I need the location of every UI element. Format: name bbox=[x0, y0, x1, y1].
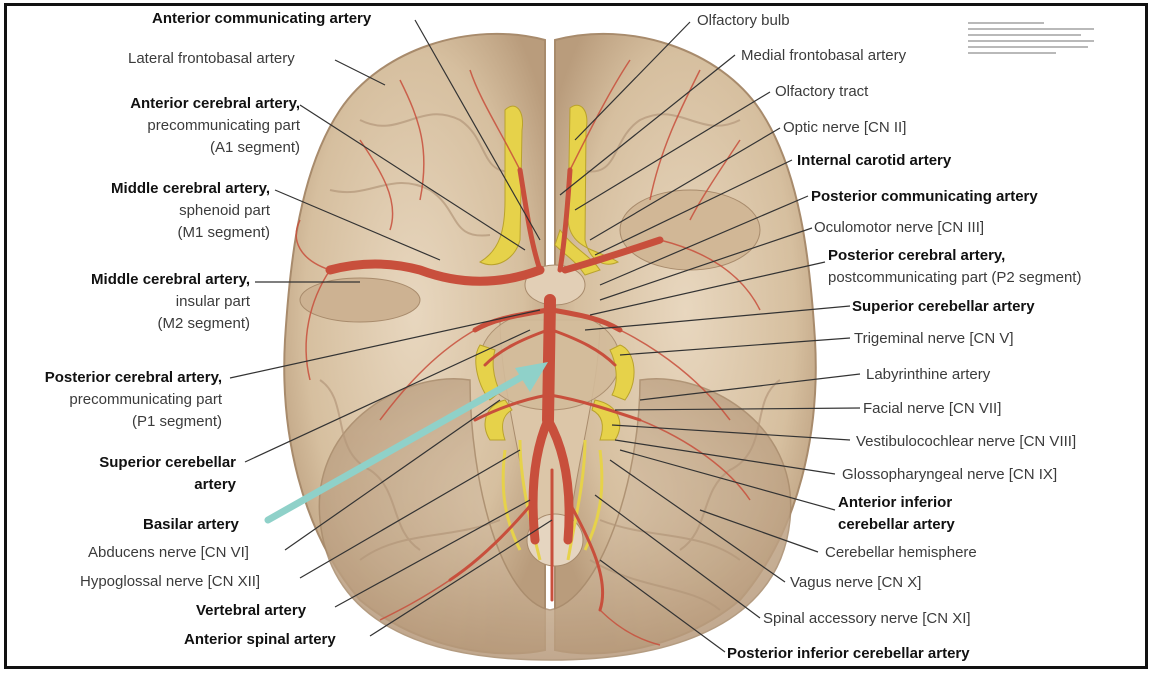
label-spinal-accessory-nerve: Spinal accessory nerve [CN XI] bbox=[763, 610, 971, 627]
label-cerebellar-hemisphere: Cerebellar hemisphere bbox=[825, 544, 977, 561]
left-olfactory-tract-shape bbox=[478, 105, 524, 266]
label-abducens-nerve: Abducens nerve [CN VI] bbox=[88, 544, 249, 561]
sca-left bbox=[483, 328, 550, 367]
label-olfactory-bulb: Olfactory bulb bbox=[697, 12, 790, 29]
aica-left bbox=[473, 393, 550, 422]
label-aca-a1-line1: Anterior cerebral artery, bbox=[130, 95, 300, 112]
right-temporal-pole bbox=[619, 189, 761, 271]
label-aica-line1: Anterior inferior bbox=[838, 494, 953, 511]
label-mca-m1-line3: (M1 segment) bbox=[177, 224, 270, 241]
label-pca-p2-line1: Posterior cerebral artery, bbox=[828, 247, 1006, 264]
label-vertebral-artery: Vertebral artery bbox=[196, 602, 307, 619]
label-superior-cerebellar-artery-left: Superior cerebellar artery bbox=[40, 452, 236, 496]
arteries bbox=[325, 167, 664, 612]
label-pca-p1-line1: Posterior cerebral artery, bbox=[44, 369, 222, 386]
label-aca-a1-line2: precommunicating part bbox=[147, 117, 300, 134]
label-mca-m2: Middle cerebral artery, insular part (M2… bbox=[8, 269, 250, 335]
label-pica: Posterior inferior cerebellar artery bbox=[727, 645, 970, 662]
label-pca-p1-line2: precommunicating part bbox=[69, 391, 222, 408]
label-vestibulocochlear-nerve: Vestibulocochlear nerve [CN VIII] bbox=[856, 433, 1077, 450]
label-anterior-spinal-artery: Anterior spinal artery bbox=[184, 631, 336, 648]
aica-right bbox=[548, 393, 642, 422]
label-sca-left-line1: Superior cerebellar bbox=[99, 454, 236, 471]
label-oculomotor-nerve: Oculomotor nerve [CN III] bbox=[814, 219, 985, 236]
label-aca-a1: Anterior cerebral artery, precommunicati… bbox=[60, 93, 300, 159]
label-labyrinthine-artery: Labyrinthine artery bbox=[866, 366, 991, 383]
label-pca-p2-line2: postcommunicating part (P2 segment) bbox=[828, 269, 1082, 286]
label-mca-m2-line3: (M2 segment) bbox=[157, 315, 250, 332]
label-pca-p1: Posterior cerebral artery, precommunicat… bbox=[4, 367, 222, 433]
label-mca-m1-line1: Middle cerebral artery, bbox=[111, 180, 270, 197]
sca-right bbox=[550, 328, 617, 367]
basilar-pointer-arrow bbox=[264, 362, 548, 524]
label-mca-m2-line2: insular part bbox=[175, 293, 250, 310]
right-vertebral bbox=[543, 415, 574, 545]
label-sca-left-line2: artery bbox=[194, 476, 236, 493]
right-olfactory-tract-shape bbox=[567, 104, 620, 265]
label-mca-m1-line2: sphenoid part bbox=[179, 202, 270, 219]
label-medial-frontobasal-artery: Medial frontobasal artery bbox=[741, 47, 907, 64]
label-lateral-frontobasal-artery: Lateral frontobasal artery bbox=[128, 50, 295, 67]
left-mca-shape bbox=[325, 259, 545, 286]
leader-lines bbox=[229, 19, 861, 653]
label-mca-m1: Middle cerebral artery, sphenoid part (M… bbox=[30, 178, 270, 244]
label-superior-cerebellar-artery-right: Superior cerebellar artery bbox=[852, 298, 1035, 315]
label-optic-nerve: Optic nerve [CN II] bbox=[783, 119, 907, 136]
label-olfactory-tract: Olfactory tract bbox=[775, 83, 869, 100]
label-mca-m2-line1: Middle cerebral artery, bbox=[91, 271, 250, 288]
pica-right bbox=[566, 498, 605, 612]
label-internal-carotid-artery: Internal carotid artery bbox=[797, 152, 952, 169]
label-hypoglossal-nerve: Hypoglossal nerve [CN XII] bbox=[80, 573, 261, 590]
label-aca-a1-line3: (A1 segment) bbox=[209, 139, 300, 156]
basilar-artery-shape bbox=[542, 294, 556, 426]
aca-right bbox=[557, 167, 573, 273]
small-vessels bbox=[295, 59, 761, 646]
label-trigeminal-nerve: Trigeminal nerve [CN V] bbox=[854, 330, 1014, 347]
right-mca-shape bbox=[561, 236, 664, 274]
label-aica-line2: cerebellar artery bbox=[838, 516, 955, 533]
label-posterior-communicating-artery: Posterior communicating artery bbox=[811, 188, 1038, 205]
label-pca-p1-line3: (P1 segment) bbox=[131, 413, 222, 430]
fine-print-block bbox=[968, 22, 1094, 58]
left-temporal-pole bbox=[299, 277, 421, 323]
label-facial-nerve: Facial nerve [CN VII] bbox=[863, 400, 1002, 417]
label-basilar-artery: Basilar artery bbox=[143, 516, 239, 533]
label-anterior-communicating-artery: Anterior communicating artery bbox=[152, 10, 372, 27]
pica-left bbox=[448, 498, 537, 582]
cranial-nerves bbox=[475, 104, 635, 441]
left-vertebral bbox=[528, 415, 553, 545]
label-aica: Anterior inferior cerebellar artery bbox=[838, 492, 955, 536]
label-pca-p2: Posterior cerebral artery, postcommunica… bbox=[828, 245, 1081, 289]
label-glossopharyngeal-nerve: Glossopharyngeal nerve [CN IX] bbox=[842, 466, 1058, 483]
label-vagus-nerve: Vagus nerve [CN X] bbox=[790, 574, 922, 591]
